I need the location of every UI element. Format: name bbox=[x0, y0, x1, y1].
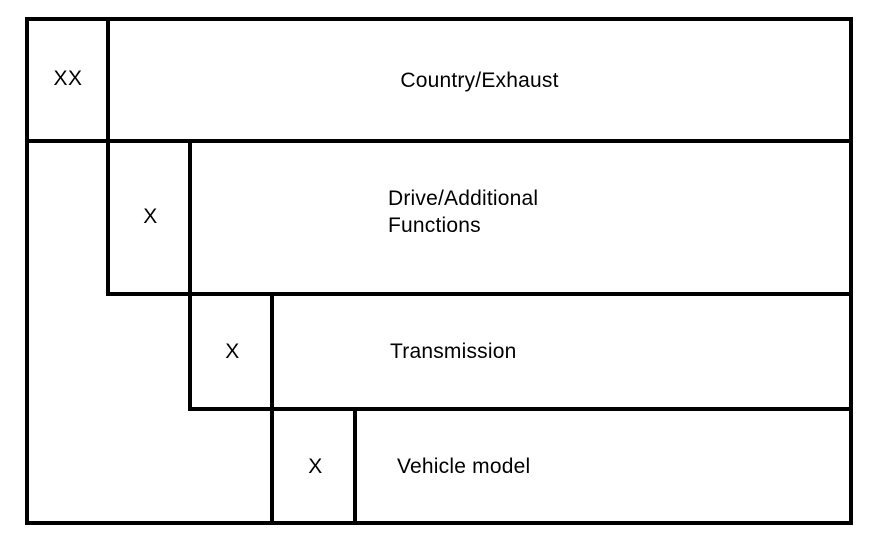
label-drive-additional-functions: Drive/Additional Functions bbox=[388, 185, 538, 239]
outer-border-left bbox=[25, 17, 29, 525]
marker-vehicle-model: X bbox=[308, 455, 323, 478]
label-country-exhaust: Country/Exhaust bbox=[400, 69, 559, 92]
outer-border-right bbox=[849, 17, 853, 525]
label-drive-additional-functions-line-2: Functions bbox=[388, 214, 481, 237]
step-divider-2 bbox=[108, 292, 853, 296]
label-drive-additional-functions-line-1: Drive/Additional bbox=[388, 187, 539, 210]
step-riser-3 bbox=[270, 292, 274, 525]
outer-border-bottom bbox=[25, 521, 853, 525]
label-transmission: Transmission bbox=[390, 340, 517, 363]
outer-border-top bbox=[25, 17, 853, 21]
step-riser-4 bbox=[353, 407, 357, 525]
marker-country-exhaust: XX bbox=[53, 67, 83, 90]
step-divider-1 bbox=[25, 139, 853, 143]
step-riser-1 bbox=[106, 17, 110, 296]
step-riser-2 bbox=[188, 139, 192, 411]
marker-drive-additional-functions: X bbox=[143, 205, 158, 228]
label-vehicle-model: Vehicle model bbox=[397, 455, 531, 478]
step-divider-3 bbox=[190, 407, 853, 411]
marker-transmission: X bbox=[225, 340, 240, 363]
